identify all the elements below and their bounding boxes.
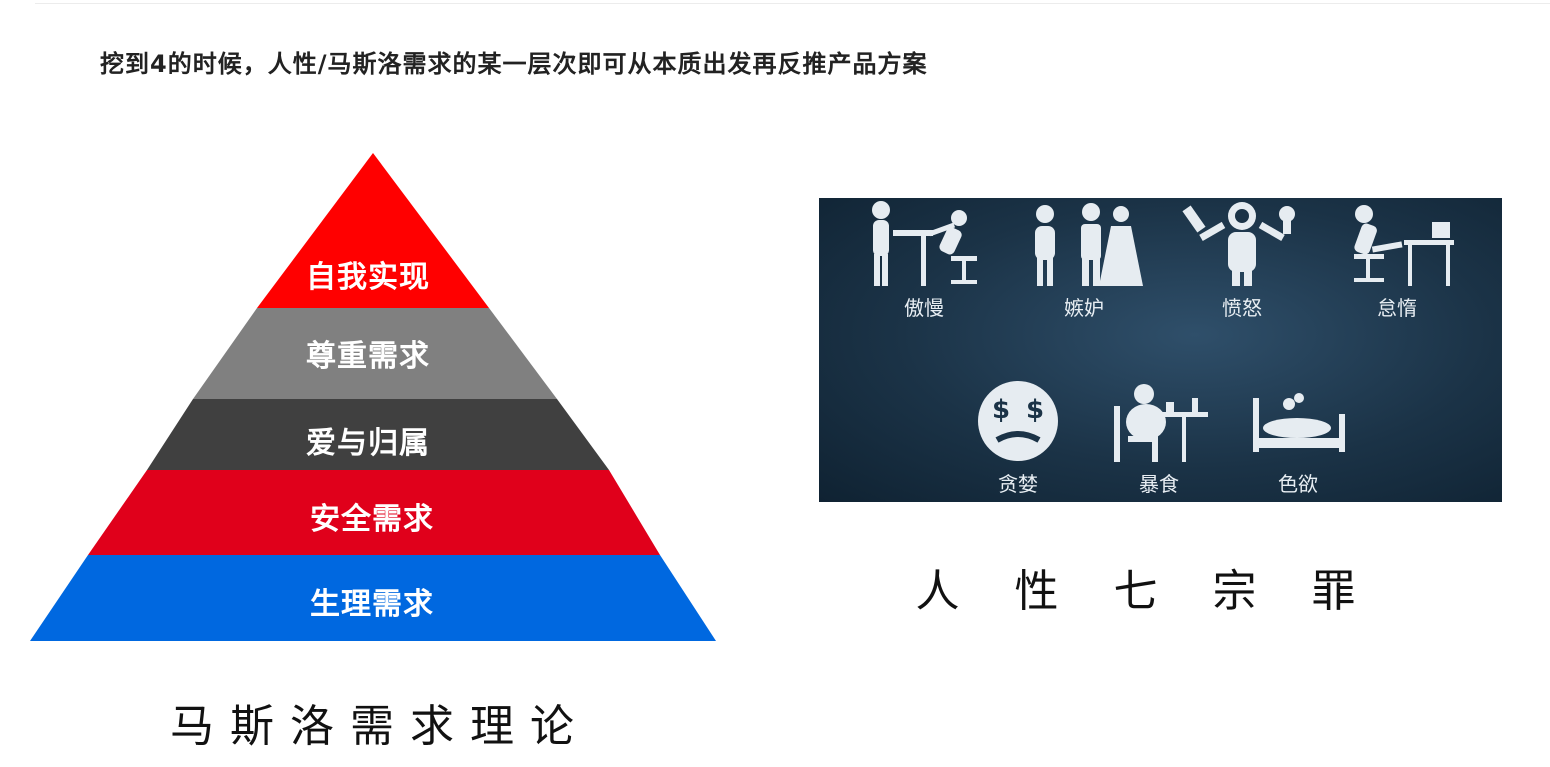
pyramid-label-self-actualization: 自我实现 [306,260,430,295]
sin-gluttony: 暴食 [1084,376,1234,497]
envy-icon [1035,203,1143,286]
maslow-pyramid [30,153,716,641]
top-divider [35,3,1550,4]
sin-label-envy: 嫉妒 [1064,296,1104,320]
gluttony-icon [1114,384,1208,462]
pyramid-label-love-belonging: 爱与归属 [306,426,430,461]
anger-icon [1182,202,1295,286]
sin-envy: 嫉妒 [1009,200,1159,321]
greed-icon: $ $ [978,381,1058,461]
sin-greed: $ $ 贪婪 [943,376,1093,497]
sin-label-gluttony: 暴食 [1139,472,1179,496]
sin-label-lust: 色欲 [1278,472,1318,496]
sin-label-greed: 贪婪 [998,472,1038,496]
pyramid-level-1 [257,153,489,308]
lust-icon [1253,393,1345,452]
sin-lust: 色欲 [1223,376,1373,497]
svg-text:$: $ [992,395,1010,425]
sin-label-anger: 愤怒 [1222,296,1262,320]
pyramid-label-safety: 安全需求 [310,502,434,537]
seven-sins-image: 傲慢 嫉妒 [819,198,1502,502]
pyramid-level-5 [30,555,716,641]
sin-label-sloth: 怠惰 [1377,296,1417,320]
pyramid-label-physiological: 生理需求 [310,587,434,622]
maslow-caption: 马斯洛需求理论 [170,701,590,752]
sin-anger: 愤怒 [1167,200,1317,321]
seven-sins-caption: 人性七宗罪 [915,566,1411,617]
arrogance-icon [872,201,977,286]
pyramid-level-3 [147,399,609,470]
pyramid-label-esteem: 尊重需求 [306,339,430,374]
sin-label-arrogance: 傲慢 [904,296,944,320]
pyramid-level-4 [88,470,660,555]
pyramid-level-2 [193,308,557,399]
sin-sloth: 怠惰 [1322,200,1472,321]
page-heading: 挖到4的时候，人性/马斯洛需求的某一层次即可从本质出发再反推产品方案 [100,50,928,78]
svg-text:$: $ [1026,395,1044,425]
sloth-icon [1354,205,1454,286]
sin-arrogance: 傲慢 [849,200,999,321]
